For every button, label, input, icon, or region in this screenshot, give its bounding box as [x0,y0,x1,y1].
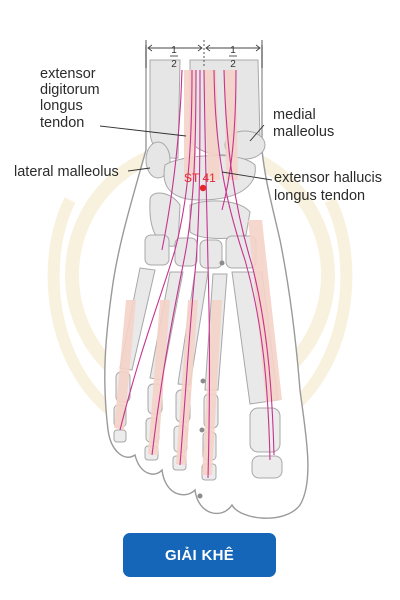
fraction-left-numerator: 1 [171,45,177,56]
tendon-hallucis [213,69,271,461]
joint-highlights [114,70,282,475]
leader-lines [99,124,273,181]
fraction-right-denominator: 2 [230,59,236,70]
tendons [119,69,275,479]
acupoint-label: ST 41 [184,171,216,185]
label-lateral-malleolus: lateral malleolus [14,164,119,180]
label-extensor-digitorum: extensor digitorum longus tendon [40,66,104,131]
dimension-markers [145,40,263,68]
label-extensor-hallucis: extensor hallucis longus tendon [274,170,386,204]
tendon-digitorum [119,69,193,431]
tarsal-bones [144,155,257,269]
point-name-badge: GIẢI KHÊ [123,533,276,577]
acupoint-st41 [199,184,207,192]
fraction-right-numerator: 1 [230,45,236,56]
label-medial-malleolus: medial malleolus [273,107,334,140]
fraction-left-denominator: 2 [171,59,177,70]
reference-dots [197,260,225,499]
